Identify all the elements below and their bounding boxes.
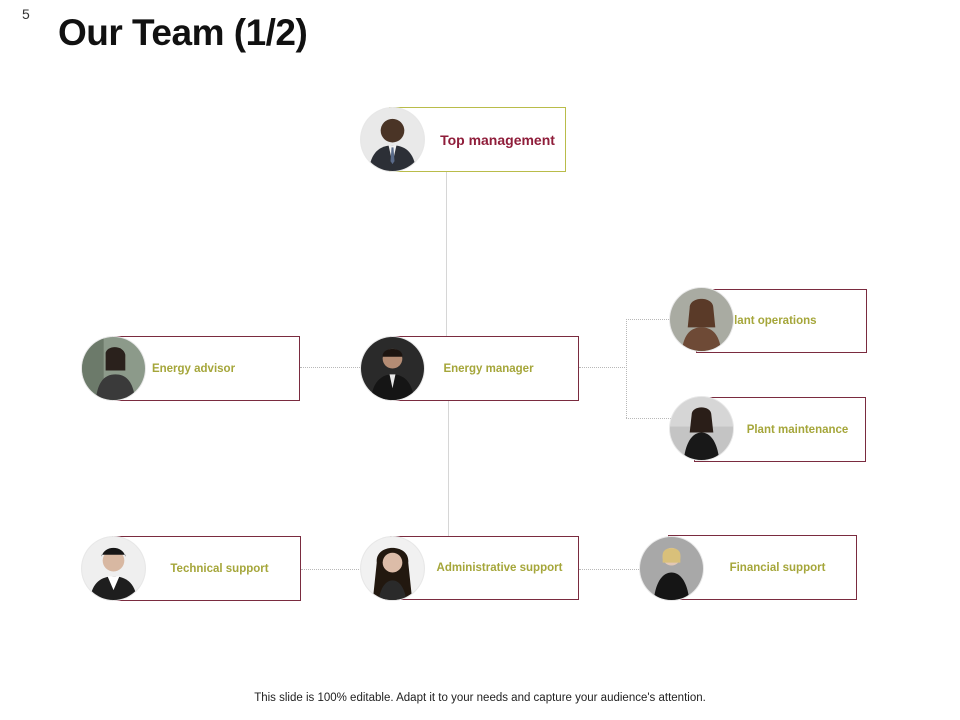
connector-branch-vertical: [626, 319, 627, 418]
node-label: Administrative support: [436, 562, 563, 574]
connector-admin-to-financial: [579, 569, 641, 570]
slide-number: 5: [22, 6, 30, 22]
node-label: Energy advisor: [151, 362, 236, 375]
avatar-energy-manager: [361, 337, 424, 400]
avatar-energy-advisor: [82, 337, 145, 400]
avatar-administrative-support: [361, 537, 424, 600]
connector-advisor-to-manager: [300, 367, 362, 368]
avatar-plant-maintenance: [670, 397, 733, 460]
connector-branch-to-operations: [626, 319, 671, 320]
node-label: Financial support: [729, 561, 826, 574]
node-energy-advisor: Energy advisor: [112, 336, 300, 401]
connector-manager-to-branch: [579, 367, 627, 368]
node-administrative-support: Administrative support: [390, 536, 579, 600]
connector-top-to-manager: [446, 171, 447, 336]
connector-branch-to-maintenance: [626, 418, 671, 419]
node-label: Energy manager: [443, 362, 534, 375]
avatar-technical-support: [82, 537, 145, 600]
node-label: Plant maintenance: [746, 423, 849, 436]
avatar-top-management: [361, 108, 424, 171]
node-label: Technical support: [170, 562, 269, 575]
page-title: Our Team (1/2): [58, 12, 308, 53]
connector-technical-to-admin: [301, 569, 363, 570]
connector-manager-to-admin: [448, 401, 449, 536]
footer-note: This slide is 100% editable. Adapt it to…: [254, 692, 706, 704]
node-label: Plant operations: [726, 315, 817, 327]
node-label: Top management: [440, 131, 555, 148]
avatar-financial-support: [640, 537, 703, 600]
avatar-plant-operations: [670, 288, 733, 351]
